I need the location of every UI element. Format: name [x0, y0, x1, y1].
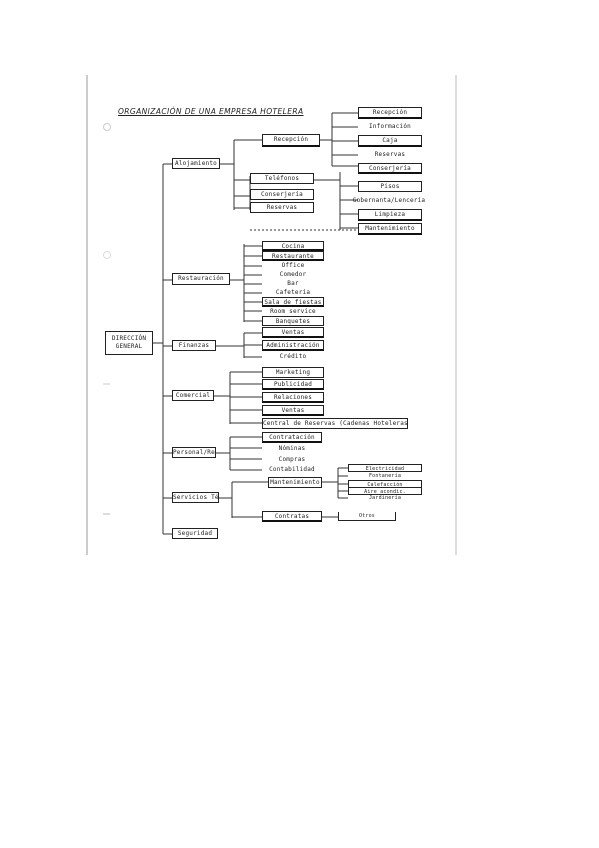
node-contratas-sub: Otros — [338, 512, 396, 521]
node-mantenimiento-sub: Jardinería — [368, 495, 402, 501]
node-personal-sub: Nóminas — [278, 445, 306, 452]
node-conserjeria: Conserjería — [250, 189, 314, 200]
node-personal-sub: Contratación — [262, 432, 322, 443]
node-comercial-sub: Marketing — [262, 367, 324, 378]
node-telefonos: Teléfonos — [250, 173, 314, 184]
node-personal-sub: Compras — [278, 456, 306, 463]
node-alojamiento: Alojamiento — [172, 158, 220, 169]
node-recepcion-sub: Reservas — [374, 151, 406, 158]
node-pisos-sub: Pisos — [358, 181, 422, 192]
node-restauracion-sub: Cocina — [262, 241, 324, 251]
node-finanzas-sub: Administración — [262, 340, 324, 351]
diagram-title: ORGANIZACIÓN DE UNA EMPRESA HOTELERA — [118, 107, 304, 116]
node-restauracion-sub: Banquetes — [262, 316, 324, 326]
node-restauracion-sub: Bar — [287, 280, 299, 287]
punch-mark — [103, 251, 111, 259]
node-pisos-sub: Mantenimiento — [358, 223, 422, 235]
node-servicios-tecnicos: Servicios Técnicos — [172, 492, 219, 503]
node-restauracion-sub: Cafetería — [275, 289, 311, 296]
node-comercial-sub: Relaciones — [262, 392, 324, 403]
node-personal: Personal/Recursos — [172, 447, 216, 458]
punch-mark — [103, 123, 111, 131]
node-restauracion-sub: Sala de fiestas — [262, 297, 324, 307]
node-recepcion-sub: Caja — [358, 135, 422, 147]
node-mantenimiento-sub: Aire acondic. — [348, 487, 422, 495]
node-comercial-sub: Ventas — [262, 405, 324, 416]
connector-lines — [152, 112, 358, 535]
node-recepcion-sub: Conserjería — [358, 163, 422, 174]
node-finanzas: Finanzas — [172, 340, 216, 351]
node-recepcion: Recepción — [262, 134, 320, 147]
node-personal-sub: Contabilidad — [269, 466, 315, 473]
node-reservas: Reservas — [250, 202, 314, 213]
node-pisos-sub: Limpieza — [358, 209, 422, 221]
node-restauracion-sub: Office — [281, 262, 305, 269]
node-finanzas-sub: Crédito — [279, 353, 307, 360]
node-restauracion-sub: Restaurante — [262, 251, 324, 261]
node-seguridad: Seguridad — [172, 528, 218, 539]
node-recepcion-sub: Información — [369, 123, 411, 130]
node-recepcion-sub: Recepción — [358, 107, 422, 119]
node-comercial-sub: Publicidad — [262, 379, 324, 390]
node-restauracion: Restauración — [172, 273, 230, 285]
node-mantenimiento: Mantenimiento — [268, 477, 322, 488]
node-direccion-general: DIRECCIÓN GENERAL — [105, 331, 153, 355]
node-mantenimiento-sub: Electricidad — [348, 464, 422, 472]
node-comercial: Comercial — [172, 390, 214, 401]
node-restauracion-sub: Room service — [270, 308, 316, 315]
node-contratas: Contratas — [262, 511, 322, 522]
node-restauracion-sub: Comedor — [279, 271, 307, 278]
node-mantenimiento-sub: Fontanería — [368, 473, 402, 479]
node-pisos-sub: Gobernanta/Lencería — [352, 197, 426, 204]
node-comercial-sub: Central de Reservas (Cadenas Hoteleras) — [262, 418, 408, 429]
node-finanzas-sub: Ventas — [262, 327, 324, 338]
